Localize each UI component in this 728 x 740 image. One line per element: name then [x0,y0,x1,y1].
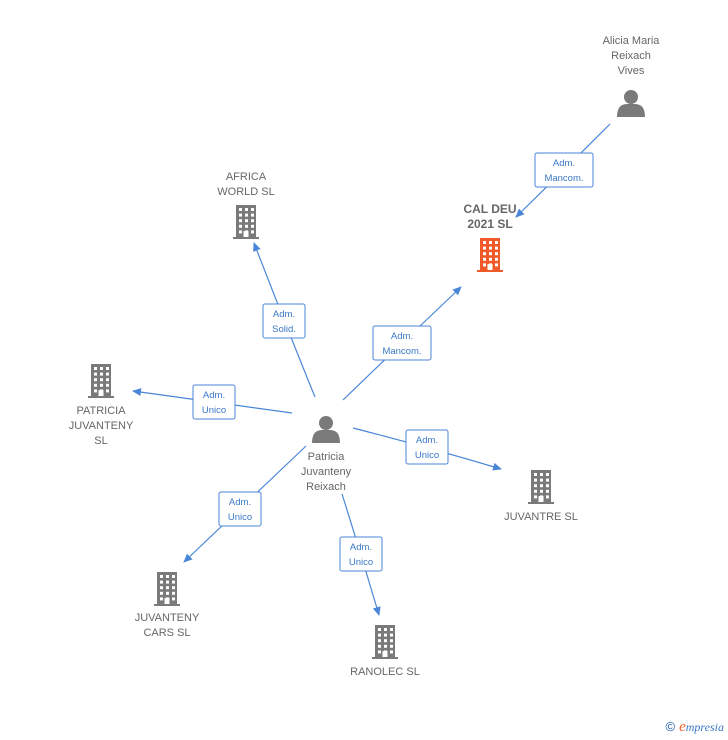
node-label: Reixach [306,481,346,493]
node-label: JUVANTRE SL [504,511,578,523]
edge-label-text: Adm. [229,497,251,508]
building-icon [88,364,114,398]
edge-label-box: Adm. Mancom. [372,325,432,361]
node-label: CAL DEU [463,202,516,216]
node-label: 2021 SL [467,217,512,231]
building-icon [528,470,554,504]
edge-label-box: Adm. Mancom. [534,152,594,188]
node-label: PATRICIA [76,405,126,417]
node-label: Reixach [611,50,651,62]
edge-label-text: Unico [349,557,373,568]
building-icon [477,238,503,272]
edge-label-text: Mancom. [544,173,583,184]
edge-label-text: Unico [415,450,439,461]
copyright-icon: © [665,719,676,734]
node-label: JUVANTENY [69,420,134,432]
node-label: JUVANTENY [135,612,200,624]
edge-label-text: Unico [202,405,226,416]
edge-label-box: Adm. Unico [192,384,236,420]
node-label: WORLD SL [217,186,274,198]
node-africa[interactable]: AFRICA WORLD SL [217,171,275,239]
edge-label-box: Adm. Solid. [262,303,306,339]
footer-brand: ©empresia [666,719,725,736]
building-icon [233,205,259,239]
edge-label-text: Adm. [391,331,413,342]
person-icon [617,90,645,117]
edge-label-box: Adm. Unico [405,429,449,465]
person-icon [312,416,340,443]
node-label: SL [94,435,107,447]
edge-label-text: Adm. [203,390,225,401]
edge-label-text: Adm. [416,435,438,446]
edge-label-text: Unico [228,512,252,523]
edge-label-box: Adm. Unico [218,491,262,527]
node-label: CARS SL [143,627,190,639]
edge-label-box: Adm. Unico [339,536,383,572]
node-label: RANOLEC SL [350,666,420,678]
node-label: Juvanteny [301,466,352,478]
edge-label-text: Adm. [350,542,372,553]
edge-label-text: Solid. [272,324,296,335]
brand-e: e [679,719,686,735]
edge-label-text: Mancom. [382,346,421,357]
node-patricia_sl[interactable]: PATRICIA JUVANTENY SL [69,364,134,447]
edge-label-text: Adm. [273,309,295,320]
node-ranolec[interactable]: RANOLEC SL [350,625,420,678]
node-label: AFRICA [226,171,267,183]
node-label: Alicia Maria [603,35,661,47]
node-label: Patricia [308,451,346,463]
node-juvantre[interactable]: JUVANTRE SL [504,470,578,523]
brand-name: mpresia [685,720,724,734]
node-label: Vives [618,65,645,77]
building-icon [154,572,180,606]
node-cars[interactable]: JUVANTENY CARS SL [135,572,200,639]
building-icon [372,625,398,659]
edge-label-text: Adm. [553,158,575,169]
